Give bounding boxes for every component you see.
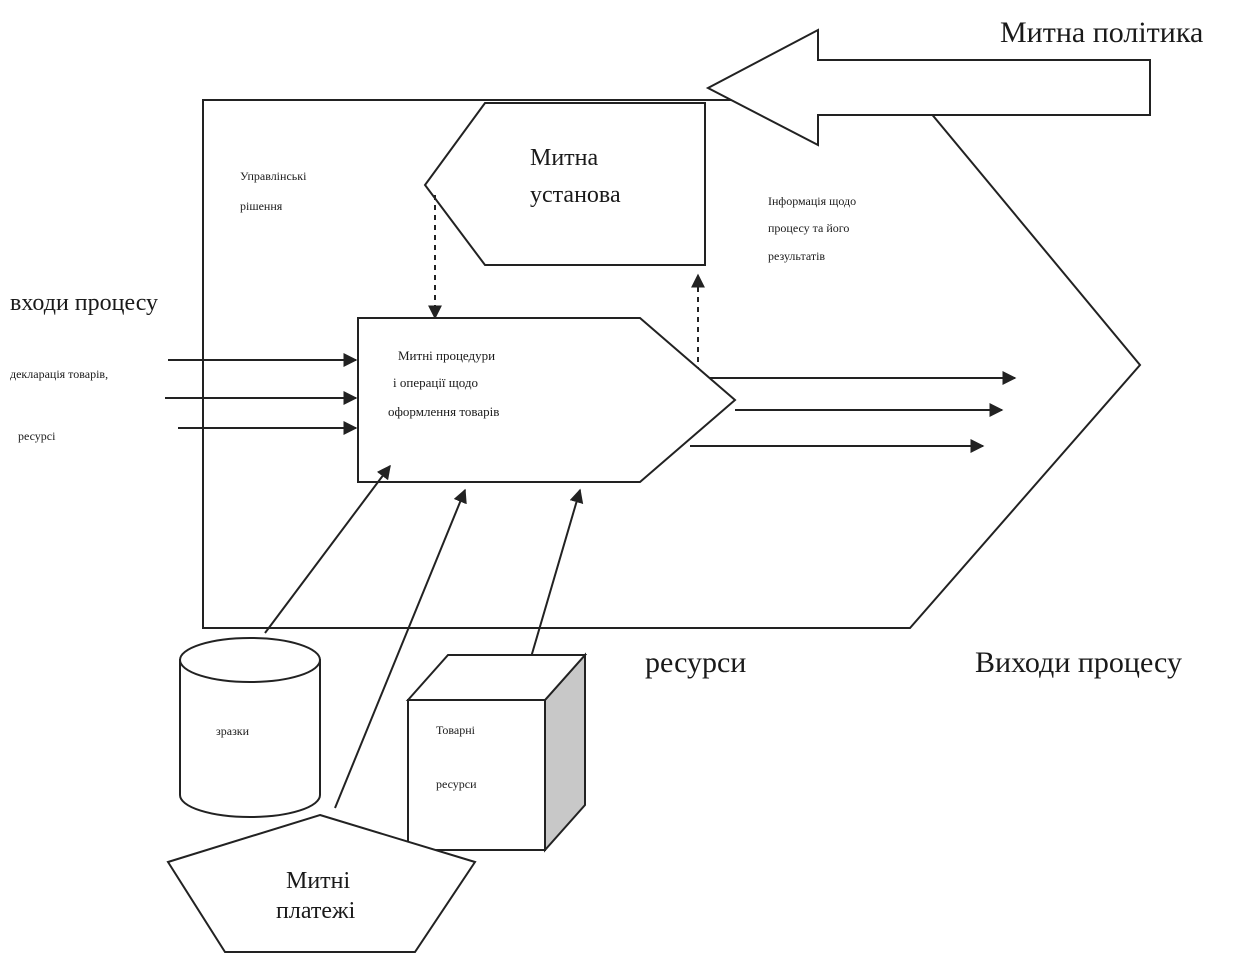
input-resources-label: ресурсі	[18, 429, 56, 443]
info-label-3: результатів	[768, 249, 825, 263]
customs-authority-box	[423, 102, 706, 266]
process-inputs-label: входи процесу	[10, 290, 158, 316]
management-decisions-label-2: рішення	[240, 199, 283, 213]
resource-arrow-cylinder	[264, 464, 391, 634]
procedures-label-2: і операції щодо	[393, 375, 478, 390]
pentagon-label-2: платежі	[276, 898, 356, 924]
customs-authority-label-1: Митна	[530, 145, 599, 171]
info-label-1: Інформація щодо	[768, 194, 856, 208]
customs-policy-label: Митна політика	[1000, 16, 1203, 49]
cube-label-2: ресурси	[436, 777, 477, 791]
resources-label: ресурси	[645, 646, 746, 679]
goods-resources-cube	[405, 652, 588, 853]
customs-authority-label-2: установа	[530, 182, 621, 208]
customs-procedures-box	[357, 317, 737, 483]
cube-label-1: Товарні	[436, 723, 476, 737]
input-goods-label: декларація товарів,	[10, 367, 108, 381]
samples-cylinder	[179, 637, 321, 818]
process-outputs-label: Виходи процесу	[975, 646, 1182, 679]
customs-policy-arrow	[705, 28, 1151, 147]
customs-payments-pentagon	[166, 813, 477, 953]
procedures-label-3: оформлення товарів	[388, 404, 499, 419]
pentagon-label-1: Митні	[286, 868, 351, 894]
management-decisions-label-1: Управлінські	[240, 169, 307, 183]
procedures-label-1: Митні процедури	[398, 348, 495, 363]
resource-arrow-payments	[334, 488, 467, 809]
info-label-2: процесу та його	[768, 221, 849, 235]
cylinder-label: зразки	[216, 724, 250, 738]
